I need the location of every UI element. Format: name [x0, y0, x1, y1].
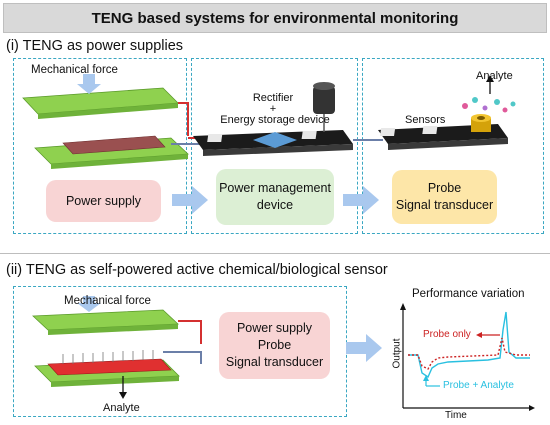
section1-analyte-label: Analyte: [476, 70, 513, 82]
arrow-right-2: [343, 186, 379, 214]
section1-heading: (i) TENG as power supplies: [6, 38, 184, 54]
plot-title: Performance variation: [412, 288, 525, 300]
probe-only-curve: [408, 337, 530, 370]
plot-xlabel: Time: [445, 410, 467, 421]
section1-illustration: [22, 74, 516, 169]
power-management-line2: device: [256, 198, 294, 212]
section2-analyte-label: Analyte: [103, 402, 140, 414]
probe-only-label: Probe only: [423, 329, 471, 340]
section-separator: [0, 253, 550, 254]
diagram-title: TENG based systems for environmental mon…: [3, 3, 547, 33]
rectifier-label: Rectifier: [252, 92, 294, 104]
probe-transducer-box: Probe Signal transducer: [392, 170, 497, 224]
probe-text: Probe: [427, 181, 462, 196]
probe-analyte-label: Probe + Analyte: [443, 380, 514, 391]
section2-signal-transducer-text: Signal transducer: [225, 354, 324, 369]
power-management-line1: Power management: [219, 181, 331, 196]
section1-panel-teng: [13, 58, 187, 234]
section1-panel-management: [191, 58, 358, 234]
signal-transducer-text: Signal transducer: [395, 198, 494, 212]
sensors-label: Sensors: [405, 114, 446, 126]
arrow-right-3: [346, 334, 382, 362]
power-supply-box: Power supply: [46, 180, 161, 222]
section2-heading: (ii) TENG as self-powered active chemica…: [6, 262, 388, 278]
power-supply-text: Power supply: [65, 193, 142, 208]
section2-illustration: [32, 296, 202, 399]
plus-label: +: [269, 103, 277, 115]
section2-power-supply-text: Power supply: [236, 321, 313, 336]
section2-function-box: Power supply Probe Signal transducer: [219, 312, 330, 379]
arrow-right-1: [172, 186, 208, 214]
power-management-box: Power management device: [216, 169, 334, 225]
plot-ylabel: Output: [391, 338, 403, 369]
probe-analyte-curve: [408, 311, 530, 379]
performance-plot: [400, 303, 535, 411]
energy-storage-label: Energy storage device: [220, 114, 330, 126]
section2-mechanical-force-label: Mechanical force: [64, 295, 151, 307]
section1-mechanical-force-label: Mechanical force: [31, 64, 118, 76]
section1-panel-sensor: [362, 58, 544, 234]
section2-probe-text: Probe: [257, 338, 292, 353]
diagram-title-text: TENG based systems for environmental mon…: [91, 9, 459, 27]
